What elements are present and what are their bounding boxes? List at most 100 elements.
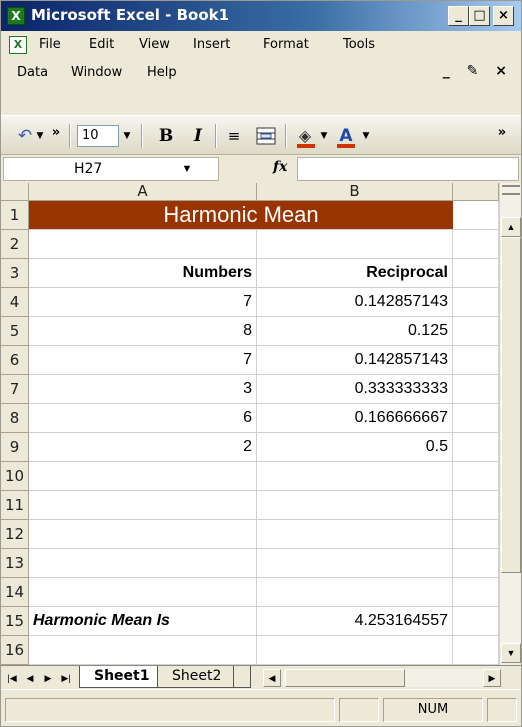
cell-b14[interactable] — [257, 578, 453, 607]
minimize-button[interactable]: _ — [448, 6, 469, 26]
menu-view[interactable]: View — [139, 37, 170, 52]
row-header-12[interactable]: 12 — [1, 520, 29, 549]
row-header-7[interactable]: 7 — [1, 375, 29, 404]
cell-b6[interactable]: 0.142857143 — [257, 346, 453, 375]
cell-a4[interactable]: 7 — [29, 288, 257, 317]
toolbar-more-chevron-icon[interactable]: » — [497, 125, 507, 140]
scroll-left-icon[interactable]: ◀ — [263, 669, 281, 687]
row-header-9[interactable]: 9 — [1, 433, 29, 462]
cell-c15[interactable] — [453, 607, 499, 636]
cell-b10[interactable] — [257, 462, 453, 491]
cell-c11[interactable] — [453, 491, 499, 520]
cell-a14[interactable] — [29, 578, 257, 607]
insert-function-icon[interactable]: fx — [273, 159, 288, 175]
cell-b9[interactable]: 0.5 — [257, 433, 453, 462]
row-header-6[interactable]: 6 — [1, 346, 29, 375]
column-header-b[interactable]: B — [257, 183, 453, 201]
menu-file[interactable]: File — [39, 37, 61, 52]
tab-overflow[interactable] — [233, 666, 251, 688]
cell-b16[interactable] — [257, 636, 453, 665]
menu-tools[interactable]: Tools — [343, 37, 376, 52]
bold-button[interactable]: B — [158, 126, 174, 146]
font-color-icon[interactable]: A — [339, 126, 353, 146]
row-header-4[interactable]: 4 — [1, 288, 29, 317]
vertical-scrollbar[interactable]: ▲ ▼ — [499, 183, 521, 665]
row-header-14[interactable]: 14 — [1, 578, 29, 607]
menu-format[interactable]: Format — [263, 37, 309, 52]
undo-icon[interactable]: ↶ — [17, 126, 33, 146]
cell-c8[interactable] — [453, 404, 499, 433]
cell-c4[interactable] — [453, 288, 499, 317]
row-header-5[interactable]: 5 — [1, 317, 29, 346]
cell-c9[interactable] — [453, 433, 499, 462]
menu-help[interactable]: Help — [147, 65, 177, 80]
fill-color-icon[interactable]: ◈ — [298, 126, 312, 145]
row-header-13[interactable]: 13 — [1, 549, 29, 578]
row-header-16[interactable]: 16 — [1, 636, 29, 665]
cell-a12[interactable] — [29, 520, 257, 549]
row-header-2[interactable]: 2 — [1, 230, 29, 259]
maximize-button[interactable]: □ — [469, 6, 490, 26]
merge-center-icon[interactable] — [255, 124, 277, 148]
menu-data[interactable]: Data — [17, 65, 49, 80]
cell-a8[interactable]: 6 — [29, 404, 257, 433]
menu-window[interactable]: Window — [71, 65, 123, 80]
cell-b2[interactable] — [257, 230, 453, 259]
workbook-window-controls[interactable]: _ ✎ × — [442, 63, 513, 79]
excel-app-icon[interactable]: X — [7, 7, 25, 25]
row-header-1[interactable]: 1 — [1, 201, 29, 230]
toolbar-options-chevron-icon[interactable]: » — [51, 125, 61, 140]
cell-c6[interactable] — [453, 346, 499, 375]
cell-b13[interactable] — [257, 549, 453, 578]
undo-dropdown-icon[interactable]: ▼ — [36, 131, 44, 141]
cell-c16[interactable] — [453, 636, 499, 665]
cell-a6[interactable]: 7 — [29, 346, 257, 375]
column-header-c[interactable] — [453, 183, 499, 201]
row-header-11[interactable]: 11 — [1, 491, 29, 520]
align-right-icon[interactable]: ≡ — [227, 127, 241, 145]
cell-b7[interactable]: 0.333333333 — [257, 375, 453, 404]
cell-c7[interactable] — [453, 375, 499, 404]
title-cell-a1[interactable]: Harmonic Mean — [29, 201, 453, 230]
cell-b3[interactable]: Reciprocal — [257, 259, 453, 288]
cell-c5[interactable] — [453, 317, 499, 346]
cell-b8[interactable]: 0.166666667 — [257, 404, 453, 433]
cell-c10[interactable] — [453, 462, 499, 491]
cell-a11[interactable] — [29, 491, 257, 520]
cell-b5[interactable]: 0.125 — [257, 317, 453, 346]
prev-sheet-icon[interactable]: ◀ — [26, 673, 34, 683]
menu-edit[interactable]: Edit — [89, 37, 115, 52]
scroll-down-icon[interactable]: ▼ — [501, 643, 521, 663]
cell-a2[interactable] — [29, 230, 257, 259]
row-header-8[interactable]: 8 — [1, 404, 29, 433]
cell-c14[interactable] — [453, 578, 499, 607]
select-all-corner[interactable] — [1, 183, 29, 201]
formula-input[interactable] — [297, 157, 519, 181]
cell-b4[interactable]: 0.142857143 — [257, 288, 453, 317]
cell-a16[interactable] — [29, 636, 257, 665]
font-size-dropdown-icon[interactable]: ▼ — [123, 131, 131, 141]
italic-button[interactable]: I — [194, 126, 202, 146]
cell-a15[interactable]: Harmonic Mean Is — [29, 607, 257, 636]
tab-sheet2[interactable]: Sheet2 — [157, 666, 237, 688]
cell-a3[interactable]: Numbers — [29, 259, 257, 288]
vertical-scroll-thumb[interactable] — [501, 237, 521, 573]
split-box[interactable] — [502, 185, 520, 195]
name-box[interactable]: H27 — [3, 157, 219, 181]
cell-c2[interactable] — [453, 230, 499, 259]
next-sheet-icon[interactable]: ▶ — [44, 673, 52, 683]
row-header-3[interactable]: 3 — [1, 259, 29, 288]
fill-color-dropdown-icon[interactable]: ▼ — [320, 131, 328, 141]
tab-sheet1[interactable]: Sheet1 — [79, 666, 165, 688]
cell-a7[interactable]: 3 — [29, 375, 257, 404]
menu-insert[interactable]: Insert — [193, 37, 231, 52]
cell-a9[interactable]: 2 — [29, 433, 257, 462]
scroll-up-icon[interactable]: ▲ — [501, 217, 521, 237]
cell-a5[interactable]: 8 — [29, 317, 257, 346]
font-color-dropdown-icon[interactable]: ▼ — [362, 131, 370, 141]
cell-c3[interactable] — [453, 259, 499, 288]
cell-b11[interactable] — [257, 491, 453, 520]
font-size-box[interactable]: 10 — [77, 125, 119, 147]
cell-c1[interactable] — [453, 201, 499, 230]
